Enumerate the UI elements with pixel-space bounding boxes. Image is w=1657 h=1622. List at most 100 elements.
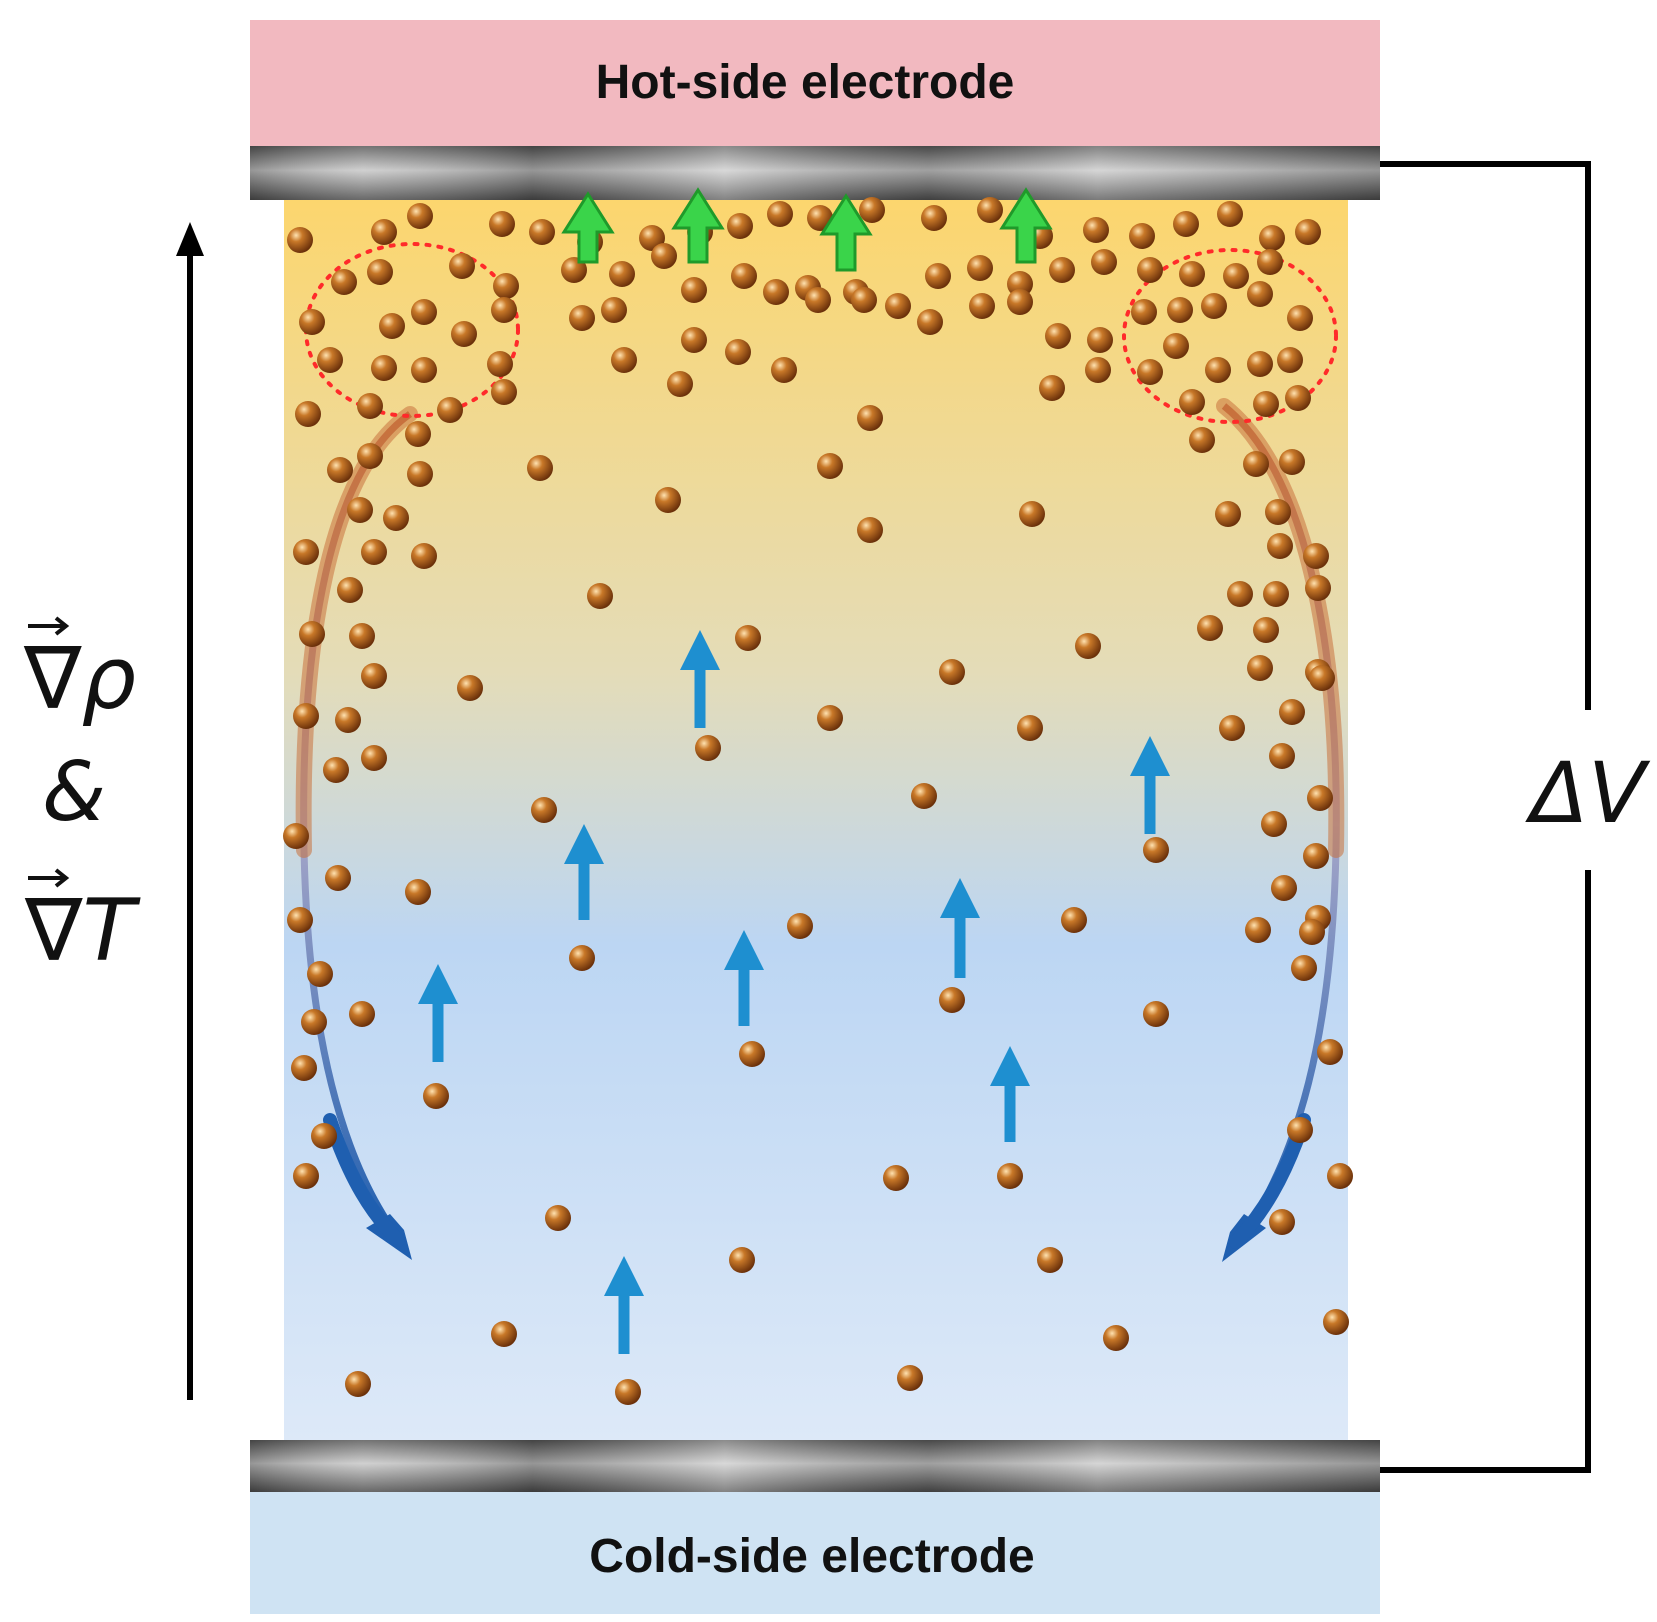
sphere-icon [857, 405, 883, 431]
sphere-icon [405, 421, 431, 447]
sphere-icon [1285, 385, 1311, 411]
sphere-icon [457, 675, 483, 701]
up-arrow-icon [176, 222, 204, 256]
sphere-icon [615, 1379, 641, 1405]
sphere-icon [325, 865, 351, 891]
sphere-icon [293, 1163, 319, 1189]
sphere-icon [767, 201, 793, 227]
sphere-icon [1247, 655, 1273, 681]
sphere-icon [1091, 249, 1117, 275]
sphere-icon [911, 783, 937, 809]
sphere-icon [361, 745, 387, 771]
voltage-label: ΔV [1525, 744, 1651, 842]
sphere-icon [1269, 1209, 1295, 1235]
sphere-icon [347, 497, 373, 523]
sphere-icon [1007, 289, 1033, 315]
sphere-icon [1243, 451, 1269, 477]
surface-reaction-arrows [561, 187, 1053, 272]
sphere-icon [1205, 357, 1231, 383]
sphere-icon [1303, 543, 1329, 569]
gradient-arrow [176, 222, 204, 1400]
sphere-icon [921, 205, 947, 231]
density-gradient-label: ∇ρ [23, 629, 136, 729]
sphere-icon [1087, 327, 1113, 353]
sphere-icon [569, 305, 595, 331]
sphere-icon [337, 577, 363, 603]
sphere-icon [611, 347, 637, 373]
sphere-icon [1247, 351, 1273, 377]
electrolyte-region [284, 200, 1348, 1440]
external-circuit-wire [1380, 161, 1591, 1473]
sphere-icon [357, 393, 383, 419]
sphere-icon [489, 211, 515, 237]
sphere-icon [883, 1165, 909, 1191]
sphere-icon [531, 797, 557, 823]
sphere-icon [817, 705, 843, 731]
sphere-icon [1227, 581, 1253, 607]
sphere-icon [361, 539, 387, 565]
sphere-icon [1259, 225, 1285, 251]
sphere-icon [491, 379, 517, 405]
up-arrow-icon [819, 193, 873, 272]
up-arrow-icon [561, 191, 615, 264]
sphere-icon [1179, 261, 1205, 287]
sphere-icon [977, 197, 1003, 223]
sphere-icon [287, 907, 313, 933]
sphere-icon [1045, 323, 1071, 349]
up-arrow-icon [940, 878, 980, 978]
cold-side-electrode [250, 1492, 1380, 1614]
sphere-icon [349, 623, 375, 649]
sphere-icon [1143, 837, 1169, 863]
sphere-icon [331, 269, 357, 295]
sphere-icon [739, 1041, 765, 1067]
sphere-icon [1253, 391, 1279, 417]
sphere-icon [725, 339, 751, 365]
sphere-icon [939, 659, 965, 685]
hot-side-electrode [250, 20, 1380, 146]
sphere-icon [1309, 665, 1335, 691]
sphere-icon [1317, 1039, 1343, 1065]
up-arrow-icon [604, 1256, 644, 1354]
sphere-icon [1007, 271, 1033, 297]
sphere-icon [383, 505, 409, 531]
sphere-icon [335, 707, 361, 733]
sphere-icon [1269, 743, 1295, 769]
up-arrow-icon [990, 1046, 1030, 1142]
sphere-icon [1137, 257, 1163, 283]
sphere-icon [609, 261, 635, 287]
sphere-icon [367, 259, 393, 285]
sphere-icon [1085, 357, 1111, 383]
sphere-icon [411, 299, 437, 325]
sphere-icon [1265, 499, 1291, 525]
sphere-icon [287, 227, 313, 253]
sphere-icon [857, 517, 883, 543]
sphere-icon [361, 663, 387, 689]
ion-flux-arrows [418, 630, 1170, 1354]
sphere-icon [1245, 917, 1271, 943]
sphere-icon [651, 243, 677, 269]
sphere-icon [1143, 1001, 1169, 1027]
sphere-icon [1261, 811, 1287, 837]
sphere-icon [1291, 955, 1317, 981]
sphere-icon [1223, 263, 1249, 289]
sphere-icon [763, 279, 789, 305]
hot-side-electrode-label: Hot-side electrode [596, 56, 1015, 109]
up-arrow-icon [680, 630, 720, 728]
sphere-icon [1323, 1309, 1349, 1335]
sphere-icon [301, 1009, 327, 1035]
sphere-icon [655, 487, 681, 513]
sphere-icon [1103, 1325, 1129, 1351]
sphere-icon [307, 961, 333, 987]
sphere-icon [1167, 297, 1193, 323]
sphere-icon [1019, 501, 1045, 527]
sphere-icon [967, 255, 993, 281]
up-arrow-icon [724, 930, 764, 1026]
sphere-icon [407, 461, 433, 487]
sphere-icon [695, 735, 721, 761]
sphere-icon [451, 321, 477, 347]
sphere-icon [1215, 501, 1241, 527]
sphere-icon [491, 297, 517, 323]
sphere-icon [681, 277, 707, 303]
sphere-icon [1129, 223, 1155, 249]
sphere-icon [487, 351, 513, 377]
